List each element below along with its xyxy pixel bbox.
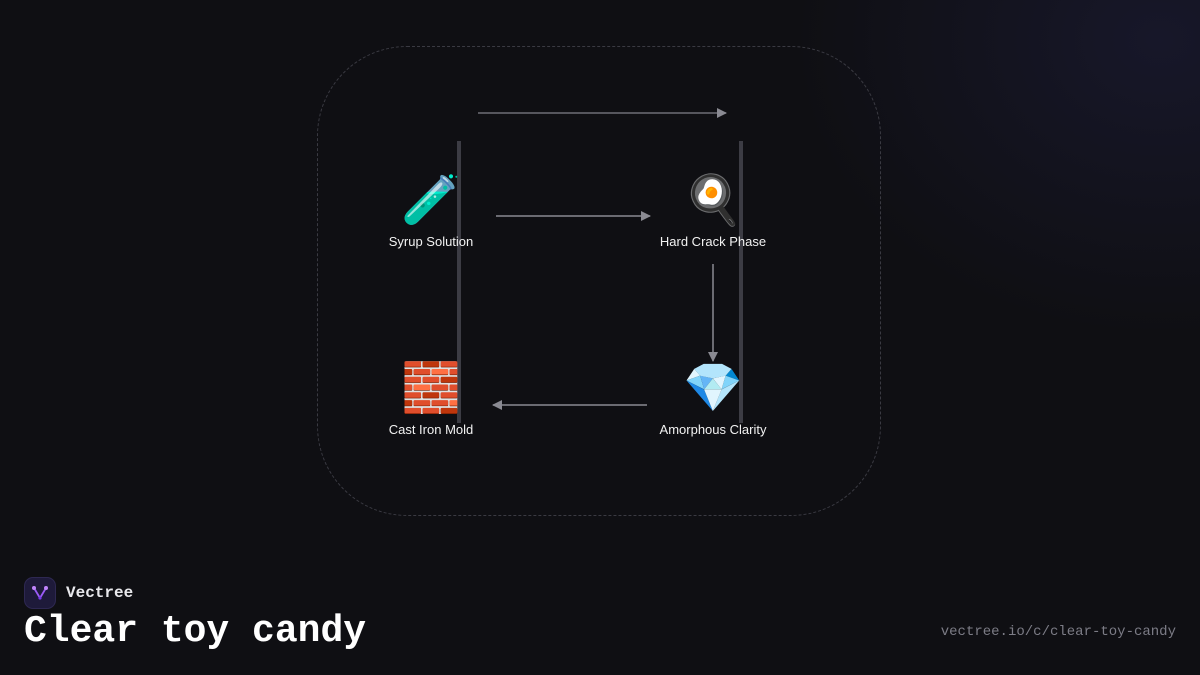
diagram-frame bbox=[317, 46, 881, 516]
node-label: Syrup Solution bbox=[388, 234, 474, 249]
node-label: Hard Crack Phase bbox=[659, 234, 767, 249]
node-cast-iron-mold[interactable]: 🧱 Cast Iron Mold bbox=[351, 360, 511, 437]
brand[interactable]: Vectree bbox=[24, 577, 133, 609]
page-url[interactable]: vectree.io/c/clear-toy-candy bbox=[940, 624, 1176, 640]
node-label: Amorphous Clarity bbox=[659, 422, 767, 437]
node-hard-crack-phase[interactable]: 🍳 Hard Crack Phase bbox=[633, 172, 793, 249]
frying-pan-egg-icon: 🍳 bbox=[683, 172, 743, 228]
gem-icon: 💎 bbox=[683, 360, 743, 416]
brand-name: Vectree bbox=[66, 584, 134, 602]
node-amorphous-clarity[interactable]: 💎 Amorphous Clarity bbox=[633, 360, 793, 437]
vectree-logo-icon bbox=[24, 577, 56, 609]
node-label: Cast Iron Mold bbox=[388, 422, 474, 437]
brick-icon: 🧱 bbox=[401, 360, 461, 416]
node-syrup-solution[interactable]: 🧪 Syrup Solution bbox=[351, 172, 511, 249]
page-title: Clear toy candy bbox=[24, 610, 367, 653]
test-tube-icon: 🧪 bbox=[401, 172, 461, 228]
